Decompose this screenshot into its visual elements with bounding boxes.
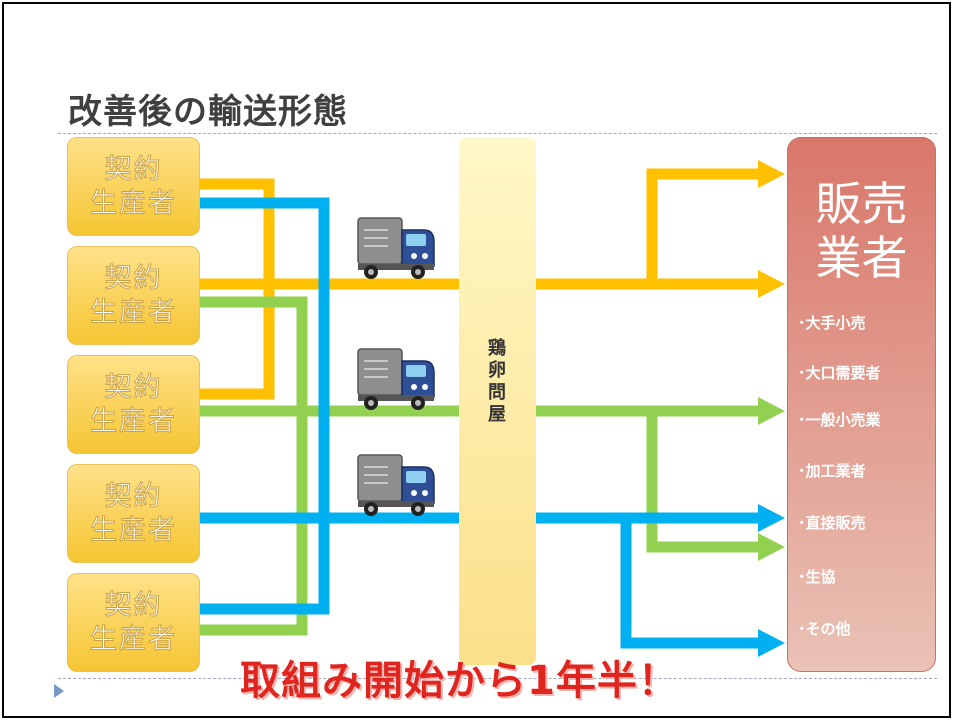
producer-label: 生産者	[90, 405, 177, 437]
seller-item: ･加工業者	[798, 462, 866, 480]
blue-flow-line	[620, 518, 760, 649]
arrow-head	[758, 504, 785, 532]
seller-item: ･生協	[798, 568, 836, 586]
slide-title: 改善後の輸送形態	[68, 92, 348, 132]
caption-banner: 取組み開始から1年半！	[240, 658, 679, 704]
seller-item: ･その他	[798, 620, 851, 638]
arrow-head	[758, 533, 785, 561]
producer-label: 生産者	[90, 296, 177, 328]
green-flow-line	[646, 411, 760, 553]
slide-nav-triangle-icon	[54, 684, 64, 698]
seller-item: ･大口需要者	[798, 364, 881, 382]
arrow-head	[758, 160, 785, 188]
seller-item: ･一般小売業	[798, 411, 881, 429]
arrow-head	[758, 397, 785, 425]
producer-label: 生産者	[90, 623, 177, 655]
producer-label: 契約	[104, 262, 163, 294]
seller-title: 販売	[815, 177, 908, 231]
producer-box: 契約 生産者	[67, 464, 200, 563]
truck-icon	[357, 454, 435, 517]
producer-label: 契約	[104, 371, 163, 403]
producer-box: 契約 生産者	[67, 137, 200, 236]
truck-icon	[357, 348, 435, 411]
seller-box: 販売 業者	[787, 137, 936, 672]
producer-label: 契約	[104, 480, 163, 512]
seller-item: ･大手小売	[798, 314, 866, 332]
arrow-head	[758, 270, 785, 298]
producer-box: 契約 生産者	[67, 573, 200, 672]
producer-box: 契約 生産者	[67, 246, 200, 345]
seller-title: 業者	[815, 231, 908, 285]
footer-divider	[58, 678, 937, 679]
wholesaler-box	[459, 137, 536, 665]
producer-label: 生産者	[90, 187, 177, 219]
yellow-flow-line	[646, 168, 760, 284]
producer-label: 契約	[104, 589, 163, 621]
seller-item: ･直接販売	[798, 514, 866, 532]
title-divider	[58, 133, 937, 134]
wholesaler-label: 鶏卵問屋	[488, 338, 506, 425]
arrow-head	[758, 629, 785, 657]
producer-box: 契約 生産者	[67, 355, 200, 454]
producer-label: 契約	[104, 153, 163, 185]
truck-icon	[357, 217, 435, 280]
green-flow-line	[200, 296, 308, 636]
producer-label: 生産者	[90, 514, 177, 546]
blue-flow-line	[200, 197, 330, 615]
